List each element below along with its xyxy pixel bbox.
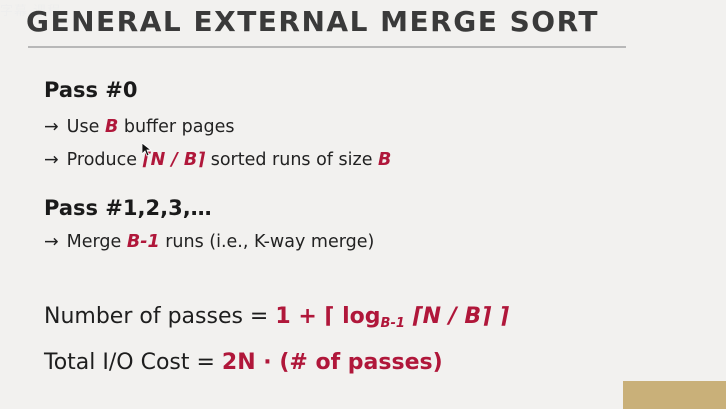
bullet-text: Use (66, 117, 105, 137)
highlight-b-minus-1: B-1 (126, 232, 160, 252)
passes-formula: Number of passes = 1 + ⌈ logB-1 ⌈N / B⌉ … (44, 304, 509, 331)
formula-ceil-expr: ⌈N / B⌉ ⌉ (404, 304, 509, 329)
formula-label: Number of passes = (44, 304, 276, 329)
title-divider (28, 46, 626, 48)
formula-cost-expr: 2N · (# of passes) (221, 350, 443, 375)
formula-log-base: B-1 (380, 316, 405, 331)
highlight-b: B (104, 117, 119, 137)
pass123-bullet-1: → Merge B-1 runs (i.e., K-way merge) (44, 232, 374, 252)
arrow-icon: → (44, 150, 59, 170)
pass0-bullet-1: → Use B buffer pages (44, 117, 234, 137)
subtitle-overlay: 字幕 课程 (0, 4, 62, 19)
bullet-text: Produce (66, 150, 143, 170)
arrow-icon: → (44, 117, 59, 137)
cost-formula: Total I/O Cost = 2N · (# of passes) (44, 350, 443, 375)
pass123-heading: Pass #1,2,3,… (44, 196, 212, 220)
bullet-text: Merge (66, 232, 127, 252)
bullet-text: runs (i.e., K-way merge) (159, 232, 375, 252)
highlight-b: B (378, 150, 392, 170)
highlight-ceil-n-over-b: ⌈N / B⌉ (142, 150, 206, 170)
arrow-icon: → (44, 232, 59, 252)
formula-label: Total I/O Cost = (44, 350, 222, 375)
pass0-heading: Pass #0 (44, 78, 138, 102)
video-thumbnail-patch (623, 381, 726, 409)
mouse-cursor-icon (142, 143, 152, 157)
formula-one-plus-log: 1 + ⌈ log (275, 304, 381, 329)
bullet-text: buffer pages (118, 117, 235, 137)
bullet-text: sorted runs of size (205, 150, 379, 170)
pass0-bullet-2: → Produce ⌈N / B⌉ sorted runs of size B (44, 150, 391, 170)
slide-title: GENERAL EXTERNAL MERGE SORT (26, 5, 599, 38)
